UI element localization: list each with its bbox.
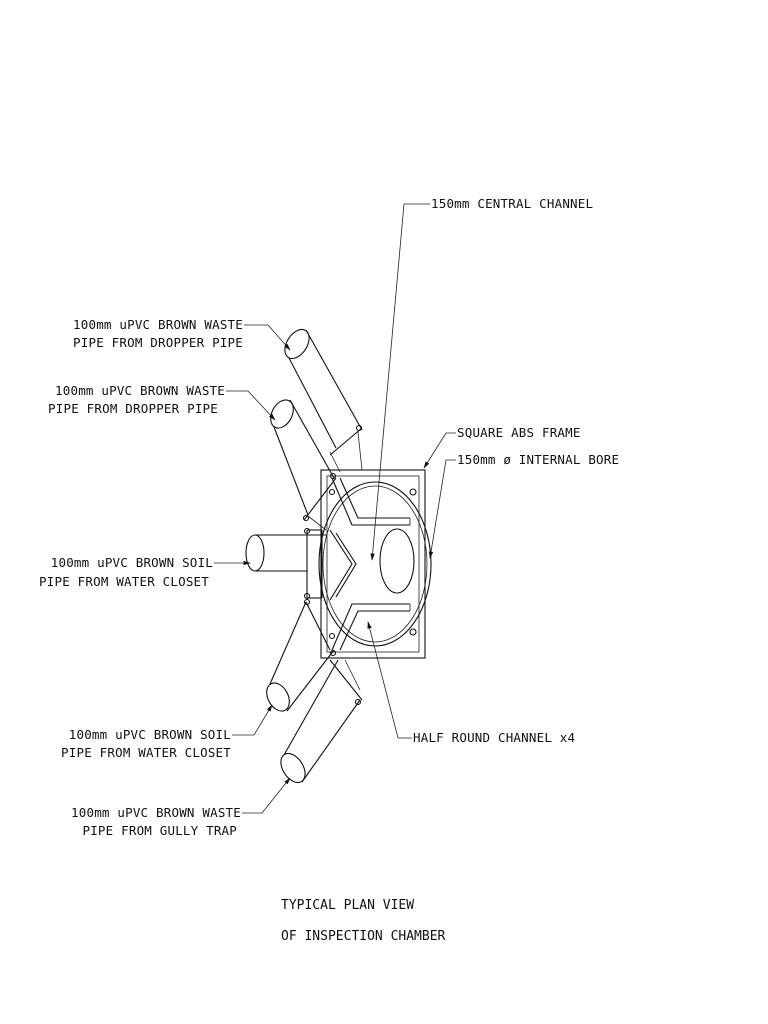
label-waste-second-line2: PIPE FROM DROPPER PIPE bbox=[48, 401, 218, 416]
label-gully-line1: 100mm uPVC BROWN WASTE bbox=[71, 805, 241, 820]
label-soil-low-line2: PIPE FROM WATER CLOSET bbox=[61, 745, 231, 760]
label-internal-bore: 150mm ø INTERNAL BORE bbox=[457, 452, 619, 467]
label-soil-low-line1: 100mm uPVC BROWN SOIL bbox=[69, 727, 231, 742]
drawing-title-line1: TYPICAL PLAN VIEW bbox=[281, 898, 414, 913]
label-waste-second-line1: 100mm uPVC BROWN WASTE bbox=[55, 383, 225, 398]
label-gully-line2: PIPE FROM GULLY TRAP bbox=[82, 823, 237, 838]
label-square-frame: SQUARE ABS FRAME bbox=[457, 425, 581, 440]
pipe-waste-second bbox=[270, 399, 337, 531]
pipe-waste-top bbox=[284, 328, 363, 473]
internal-bore-circle bbox=[318, 481, 432, 647]
central-channel-outlet bbox=[379, 528, 415, 594]
frame-bolts bbox=[328, 488, 417, 640]
square-abs-frame bbox=[320, 469, 426, 659]
label-waste-top-line2: PIPE FROM DROPPER PIPE bbox=[73, 335, 243, 350]
pipe-soil-horizontal bbox=[245, 527, 327, 600]
label-waste-top-line1: 100mm uPVC BROWN WASTE bbox=[73, 317, 243, 332]
half-round-channels bbox=[329, 477, 411, 651]
label-soil-mid-line2: PIPE FROM WATER CLOSET bbox=[39, 574, 209, 589]
label-half-round-channel: HALF ROUND CHANNEL x4 bbox=[413, 730, 575, 745]
pipe-waste-gully bbox=[280, 659, 363, 784]
leader-lines bbox=[214, 203, 456, 814]
pipe-soil-lower bbox=[266, 598, 337, 712]
label-soil-mid-line1: 100mm uPVC BROWN SOIL bbox=[51, 555, 213, 570]
drawing-title-line2: OF INSPECTION CHAMBER bbox=[281, 929, 446, 944]
label-central-channel: 150mm CENTRAL CHANNEL bbox=[431, 196, 593, 211]
